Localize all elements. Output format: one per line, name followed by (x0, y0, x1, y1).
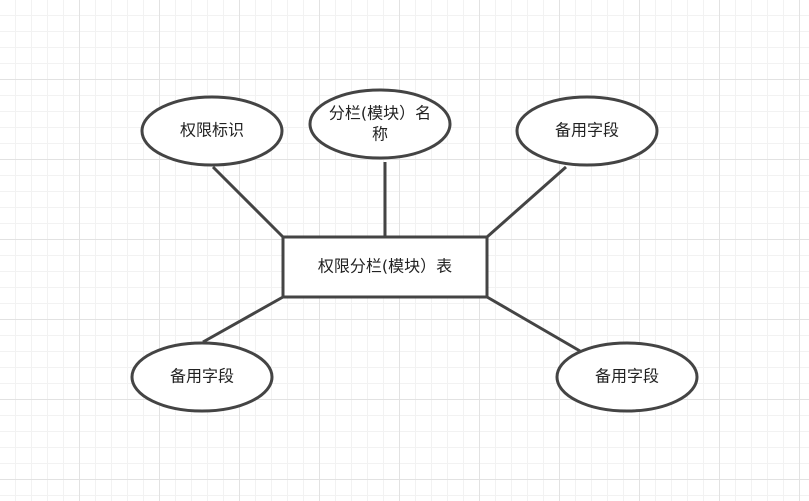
attribute-module-name[interactable]: 分栏(模块）名 称 (308, 88, 452, 160)
attribute-reserved-bottom-right[interactable]: 备用字段 (555, 341, 699, 413)
attribute-module-name-ellipse (308, 88, 452, 160)
attribute-reserved-bottom-right-label: 备用字段 (595, 367, 659, 386)
entity-table[interactable]: 权限分栏(模块）表 (281, 235, 489, 299)
edge-entity-to-reserved-bottom-left (202, 295, 284, 344)
attribute-reserved-top-right[interactable]: 备用字段 (515, 95, 659, 167)
edge-entity-to-reserved-top-right (486, 165, 567, 239)
attribute-reserved-bottom-right-ellipse (555, 341, 699, 413)
attribute-permission-id-label: 权限标识 (180, 121, 244, 140)
edge-entity-to-reserved-bottom-right (486, 295, 581, 353)
attribute-reserved-bottom-left-label: 备用字段 (170, 367, 234, 386)
attribute-module-name-label-line1: 分栏(模块）名 (329, 104, 431, 123)
attribute-permission-id-ellipse (140, 95, 284, 167)
attribute-reserved-bottom-left-ellipse (130, 341, 274, 413)
attribute-reserved-top-right-label: 备用字段 (555, 121, 619, 140)
attribute-reserved-top-right-ellipse (515, 95, 659, 167)
attribute-module-name-label-line2: 称 (372, 125, 388, 144)
entity-table-box (281, 235, 489, 299)
attribute-reserved-bottom-left[interactable]: 备用字段 (130, 341, 274, 413)
edge-entity-to-permission-id (211, 165, 285, 239)
entity-table-label: 权限分栏(模块）表 (318, 257, 452, 276)
attribute-permission-id[interactable]: 权限标识 (140, 95, 284, 167)
